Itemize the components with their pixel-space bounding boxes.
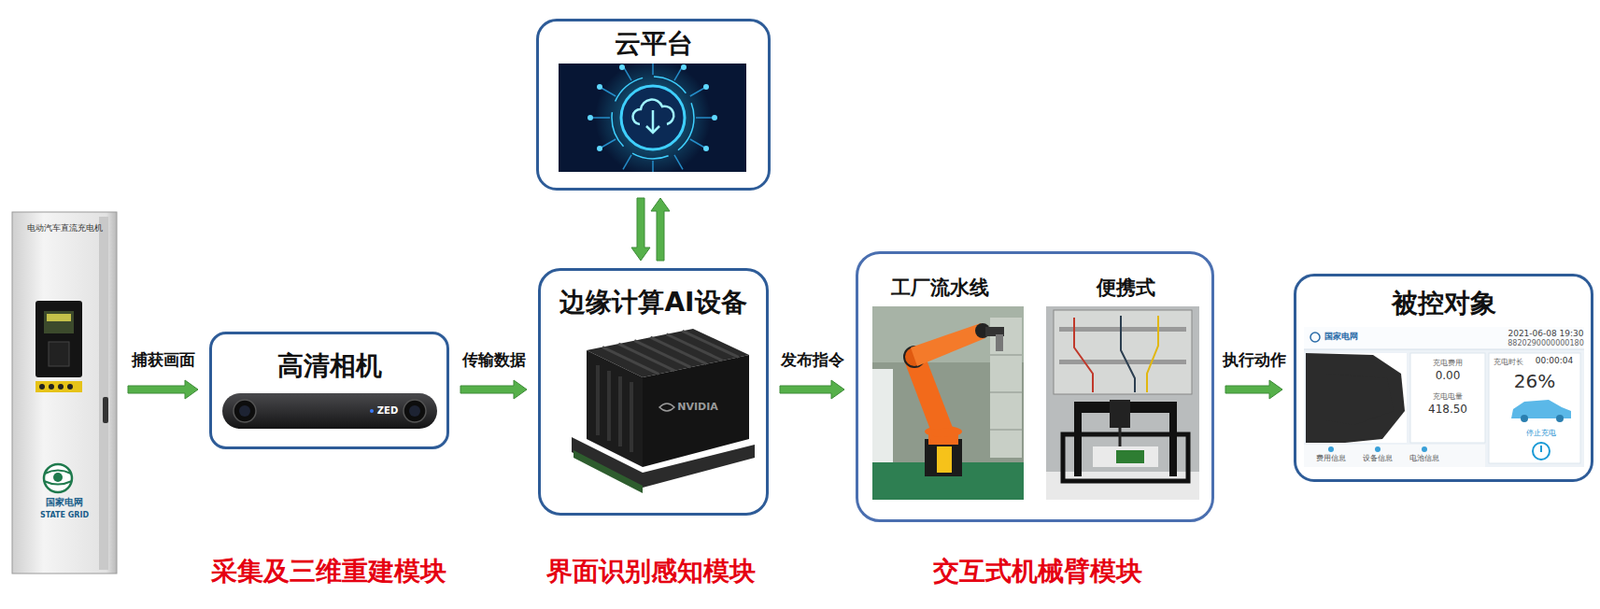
flow-arrow — [127, 380, 199, 399]
screen-tab: 电池信息 — [1409, 453, 1440, 464]
flow-arrow — [651, 198, 670, 261]
screen-percent: 26% — [1514, 369, 1556, 393]
flow-arrow — [1225, 380, 1283, 399]
screen-value: 00:00:04 — [1535, 355, 1573, 367]
charger-node: 电动汽车直流充电机国家电网STATE GRID — [12, 212, 117, 574]
edge-ai-box: 边缘计算AI设备 — [538, 268, 769, 516]
screen-time: 2021-06-08 19:30 — [1507, 328, 1584, 340]
device-label: 电动汽车直流充电机 — [27, 223, 103, 234]
cloud-box: 云平台 — [536, 18, 771, 191]
camera-box: 高清相机 — [209, 331, 450, 450]
arrow-label: 传输数据 — [460, 350, 528, 369]
arrow-label: 执行动作 — [1220, 350, 1289, 369]
box-title: 被控对象 — [1391, 287, 1497, 320]
screen-tab: 设备信息 — [1362, 453, 1393, 464]
module-name: 采集及三维重建模块 — [211, 555, 447, 588]
photo-heading: 工厂流水线 — [891, 276, 990, 300]
box-title: 边缘计算AI设备 — [559, 286, 747, 319]
box-title: 云平台 — [614, 28, 694, 60]
screen-button: 停止充电 — [1526, 428, 1557, 439]
module-name: 交互式机械臂模块 — [933, 555, 1143, 588]
screen-field: 充电电量 — [1432, 392, 1463, 402]
camera-illustration — [222, 393, 438, 429]
cloud-illustration — [558, 57, 747, 178]
arrow-label: 发布指令 — [778, 350, 847, 369]
charger-photo — [12, 212, 117, 574]
arrow-label: 捕获画面 — [129, 350, 198, 369]
factory-arm-photo — [872, 306, 1024, 500]
device-brand: NVIDIA — [677, 400, 719, 413]
brand-label: 国家电网 — [45, 496, 84, 509]
flow-arrow — [631, 198, 651, 261]
edge-device-illustration — [571, 328, 755, 494]
screen-value: 418.50 — [1428, 402, 1468, 416]
robot-arm-box: 工厂流水线 便携式 — [855, 251, 1215, 523]
photo-heading: 便携式 — [1096, 276, 1156, 300]
camera-brand: ZED — [377, 405, 398, 417]
screen-field: 充电时长 — [1493, 357, 1524, 368]
charging-screen — [1303, 326, 1585, 468]
module-name: 界面识别感知模块 — [546, 555, 756, 588]
screen-id: 8820290000000180 — [1507, 339, 1584, 349]
screen-tab: 费用信息 — [1316, 453, 1346, 464]
screen-field: 充电费用 — [1432, 358, 1463, 369]
box-title: 高清相机 — [277, 350, 383, 383]
brand-label: STATE GRID — [40, 510, 89, 521]
flow-arrow — [779, 380, 845, 399]
portable-arm-photo — [1046, 306, 1200, 500]
screen-logo: 国家电网 — [1324, 331, 1359, 342]
flow-arrow — [460, 380, 527, 399]
screen-value: 0.00 — [1435, 368, 1461, 383]
